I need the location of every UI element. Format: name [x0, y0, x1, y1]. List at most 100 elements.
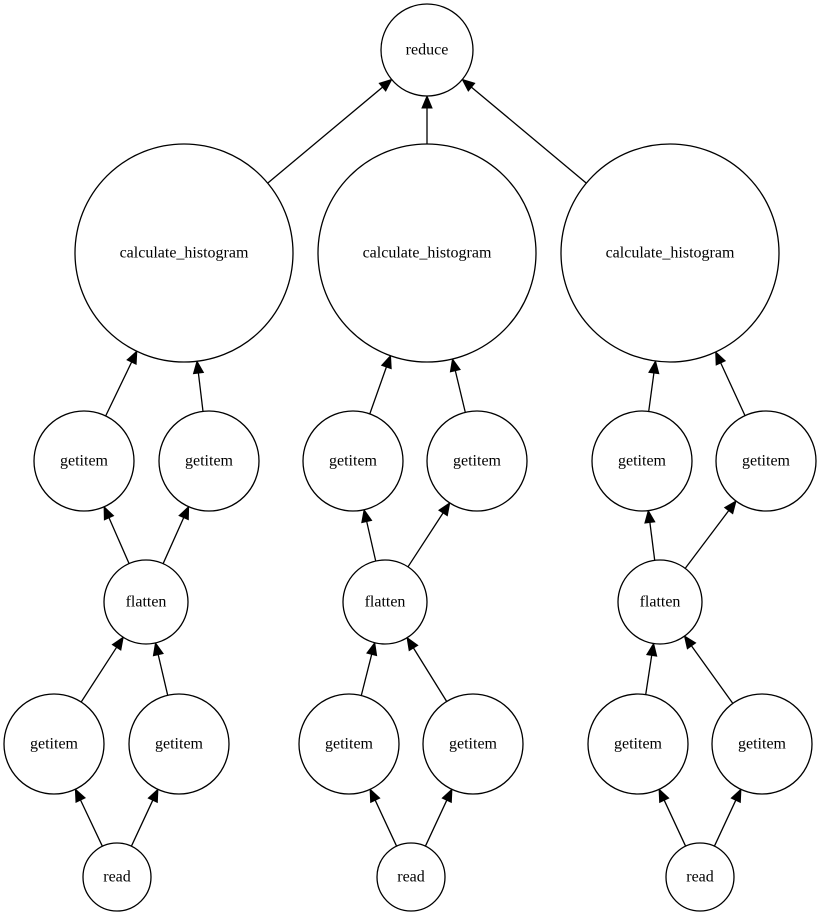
- node-circle: [298, 693, 400, 795]
- edge-line: [105, 361, 133, 417]
- edge-line: [424, 799, 448, 847]
- arrowhead-icon: [126, 350, 138, 365]
- edge-line: [648, 372, 655, 412]
- edge-line: [374, 799, 398, 847]
- node-label: read: [397, 869, 425, 886]
- edge-line: [690, 645, 734, 704]
- arrowhead-icon: [74, 788, 86, 803]
- edge-line: [366, 521, 377, 562]
- node-circle: [103, 559, 189, 645]
- arrowhead-icon: [178, 505, 190, 521]
- arrowhead-icon: [103, 505, 115, 521]
- edge-line: [471, 86, 587, 184]
- edge-gi_b1-to-hist_b: [369, 354, 392, 415]
- node-gl_a2: getitem: [128, 693, 230, 795]
- node-circle: [82, 842, 152, 912]
- edge-flat_c-to-gi_c1: [644, 509, 656, 561]
- edge-gi_b2-to-hist_b: [449, 357, 466, 413]
- node-label: getitem: [453, 453, 502, 470]
- edge-line: [267, 86, 383, 184]
- nodes-layer: reduce calculate_histogram calculate_histo…: [3, 3, 817, 912]
- node-label: getitem: [60, 453, 109, 470]
- node-circle: [587, 693, 689, 795]
- node-label: read: [103, 869, 131, 886]
- node-circle: [158, 410, 260, 512]
- node-circle: [342, 559, 428, 645]
- node-label: flatten: [640, 594, 681, 611]
- edge-read_b-to-gl_b1: [369, 788, 398, 847]
- node-label: calculate_histogram: [120, 245, 249, 262]
- node-circle: [426, 410, 528, 512]
- node-label: flatten: [365, 594, 406, 611]
- arrowhead-icon: [461, 78, 476, 92]
- edge-gi_c1-to-hist_c: [648, 359, 660, 412]
- arrowhead-icon: [192, 359, 205, 375]
- edge-line: [108, 517, 130, 564]
- arrowhead-icon: [366, 641, 378, 657]
- node-circle: [715, 410, 817, 512]
- node-hist_a: calculate_histogram: [74, 143, 294, 363]
- node-circle: [591, 410, 693, 512]
- edge-hist_b-to-reduce: [421, 94, 433, 144]
- edge-hist_a-to-reduce: [267, 78, 393, 184]
- node-gl_b2: getitem: [422, 693, 524, 795]
- node-label: read: [686, 869, 714, 886]
- arrowhead-icon: [152, 641, 164, 657]
- node-read_a: read: [82, 842, 152, 912]
- node-label: getitem: [738, 736, 787, 753]
- edge-gi_c2-to-hist_c: [715, 350, 746, 416]
- edge-line: [360, 654, 373, 696]
- node-label: reduce: [406, 42, 449, 59]
- edge-line: [713, 799, 737, 847]
- edge-line: [157, 654, 169, 696]
- node-circle: [33, 410, 135, 512]
- arrowhead-icon: [730, 788, 742, 804]
- edge-line: [454, 370, 466, 413]
- arrowhead-icon: [369, 788, 381, 804]
- node-label: getitem: [325, 736, 374, 753]
- arrowhead-icon: [658, 788, 670, 804]
- node-circle: [665, 842, 735, 912]
- edge-gl_c2-to-flat_c: [683, 635, 734, 704]
- node-gi_b2: getitem: [426, 410, 528, 512]
- edge-flat_a-to-gi_a1: [103, 505, 130, 564]
- node-label: calculate_histogram: [606, 245, 735, 262]
- edges-layer: [74, 78, 746, 847]
- edge-line: [649, 522, 656, 561]
- arrowhead-icon: [441, 788, 453, 804]
- node-label: getitem: [185, 453, 234, 470]
- node-reduce: reduce: [380, 3, 474, 97]
- edge-line: [197, 373, 204, 412]
- node-label: getitem: [30, 736, 79, 753]
- node-circle: [74, 143, 294, 363]
- node-circle: [560, 143, 780, 363]
- node-read_b: read: [376, 842, 446, 912]
- node-gi_b1: getitem: [302, 410, 404, 512]
- edge-line: [663, 799, 687, 847]
- node-label: getitem: [614, 736, 663, 753]
- edge-gl_b1-to-flat_b: [360, 641, 378, 696]
- edge-gl_c1-to-flat_c: [645, 642, 658, 695]
- node-gl_c1: getitem: [587, 693, 689, 795]
- edge-flat_c-to-gi_c2: [684, 499, 737, 569]
- edge-gl_a1-to-flat_a: [80, 636, 124, 703]
- node-circle: [3, 693, 105, 795]
- edge-gi_a2-to-hist_a: [192, 359, 205, 412]
- edge-gl_b2-to-flat_b: [406, 636, 448, 702]
- edge-read_a-to-gl_a2: [130, 788, 159, 847]
- edge-line: [369, 366, 388, 415]
- node-label: getitem: [155, 736, 204, 753]
- edge-read_a-to-gl_a1: [74, 788, 103, 847]
- edge-line: [645, 655, 653, 695]
- arrowhead-icon: [645, 642, 658, 657]
- node-gi_a2: getitem: [158, 410, 260, 512]
- arrowhead-icon: [644, 509, 656, 524]
- edge-flat_b-to-gi_b1: [361, 508, 377, 562]
- node-circle: [711, 693, 813, 795]
- arrowhead-icon: [378, 78, 393, 92]
- node-circle: [128, 693, 230, 795]
- edge-line: [130, 799, 154, 847]
- arrowhead-icon: [421, 94, 433, 109]
- node-label: getitem: [742, 453, 791, 470]
